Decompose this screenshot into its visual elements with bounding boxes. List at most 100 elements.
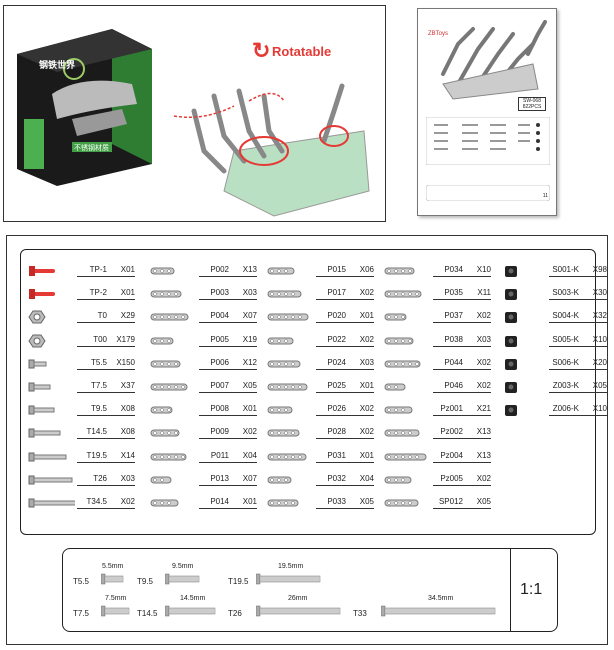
screw-label: T26 bbox=[228, 609, 242, 618]
parts-thumbnail-grid bbox=[426, 117, 550, 165]
rotatable-label: Rotatable bbox=[272, 44, 332, 59]
part-quantity: X10 bbox=[592, 334, 607, 344]
box-title: 钢铁世界 bbox=[39, 60, 76, 70]
part-image bbox=[384, 429, 420, 437]
screw-length: 34.5mm bbox=[428, 595, 454, 602]
part-quantity: X02 bbox=[359, 288, 374, 298]
part-image bbox=[505, 289, 517, 301]
model-label: SW-068 822PCS bbox=[518, 97, 546, 111]
part-image bbox=[384, 360, 421, 368]
part-underline bbox=[433, 461, 491, 463]
part-code: P031 bbox=[327, 450, 346, 460]
part-image bbox=[28, 310, 46, 324]
part-image bbox=[28, 498, 75, 508]
part-image bbox=[384, 499, 419, 507]
part-image bbox=[150, 499, 179, 507]
part-image bbox=[505, 335, 517, 347]
part-code: S004-K bbox=[552, 311, 579, 321]
part-code: P004 bbox=[210, 311, 229, 321]
part-underline bbox=[433, 508, 491, 509]
part-underline bbox=[199, 415, 257, 417]
part-image bbox=[505, 382, 517, 393]
screw-icon bbox=[256, 573, 321, 585]
part-quantity: X02 bbox=[359, 404, 374, 414]
part-quantity: X02 bbox=[476, 311, 491, 321]
part-underline bbox=[199, 392, 257, 393]
part-quantity: X02 bbox=[476, 357, 491, 367]
part-code: T00 bbox=[93, 334, 107, 344]
part-code: T34.5 bbox=[86, 497, 107, 506]
part-code: TP-1 bbox=[89, 265, 107, 274]
part-underline bbox=[316, 276, 374, 277]
brand-logo: ZBToys bbox=[428, 31, 449, 37]
part-entry: P017 X02 bbox=[266, 283, 374, 305]
part-entry: S005-K X10 bbox=[499, 330, 607, 352]
part-underline bbox=[77, 484, 135, 486]
part-image bbox=[384, 383, 406, 391]
part-quantity: X04 bbox=[359, 473, 374, 483]
part-image bbox=[28, 382, 51, 392]
part-code: P046 bbox=[444, 381, 463, 390]
part-image bbox=[28, 405, 55, 415]
part-code: S005-K bbox=[552, 334, 579, 344]
part-underline bbox=[433, 322, 491, 324]
part-code: S001-K bbox=[552, 265, 579, 274]
part-underline bbox=[316, 415, 374, 417]
part-quantity: X01 bbox=[120, 288, 135, 298]
part-code: T14.5 bbox=[86, 427, 107, 437]
part-underline bbox=[549, 345, 607, 347]
part-code: Pz005 bbox=[440, 473, 463, 483]
part-code: Z003-K bbox=[552, 381, 579, 390]
part-image bbox=[150, 313, 189, 321]
part-image bbox=[150, 383, 188, 391]
part-underline bbox=[199, 484, 257, 486]
part-image bbox=[505, 358, 517, 370]
screw-label: T5.5 bbox=[73, 577, 90, 586]
part-image bbox=[29, 289, 55, 300]
part-code: T5.5 bbox=[90, 357, 107, 367]
screw-icon bbox=[101, 605, 130, 617]
part-code: Pz002 bbox=[440, 427, 463, 437]
page-number: 11 bbox=[542, 193, 548, 199]
part-code: P038 bbox=[444, 334, 463, 344]
part-image bbox=[505, 266, 517, 277]
part-quantity: X13 bbox=[242, 265, 257, 274]
part-quantity: X02 bbox=[242, 427, 257, 437]
screw-length: 14.5mm bbox=[180, 595, 206, 602]
part-code: P015 bbox=[327, 265, 346, 274]
scale-thumbnail bbox=[426, 185, 550, 201]
part-underline bbox=[316, 322, 374, 324]
part-image bbox=[384, 337, 414, 345]
part-code: SP012 bbox=[438, 497, 463, 506]
product-box-image bbox=[17, 29, 152, 186]
part-code: Z006-K bbox=[552, 404, 579, 414]
part-quantity: X37 bbox=[120, 381, 135, 390]
part-quantity: X13 bbox=[476, 427, 491, 437]
part-underline bbox=[77, 438, 135, 440]
part-image bbox=[150, 429, 180, 437]
part-code: Pz001 bbox=[440, 404, 463, 414]
part-code: P017 bbox=[327, 288, 346, 298]
